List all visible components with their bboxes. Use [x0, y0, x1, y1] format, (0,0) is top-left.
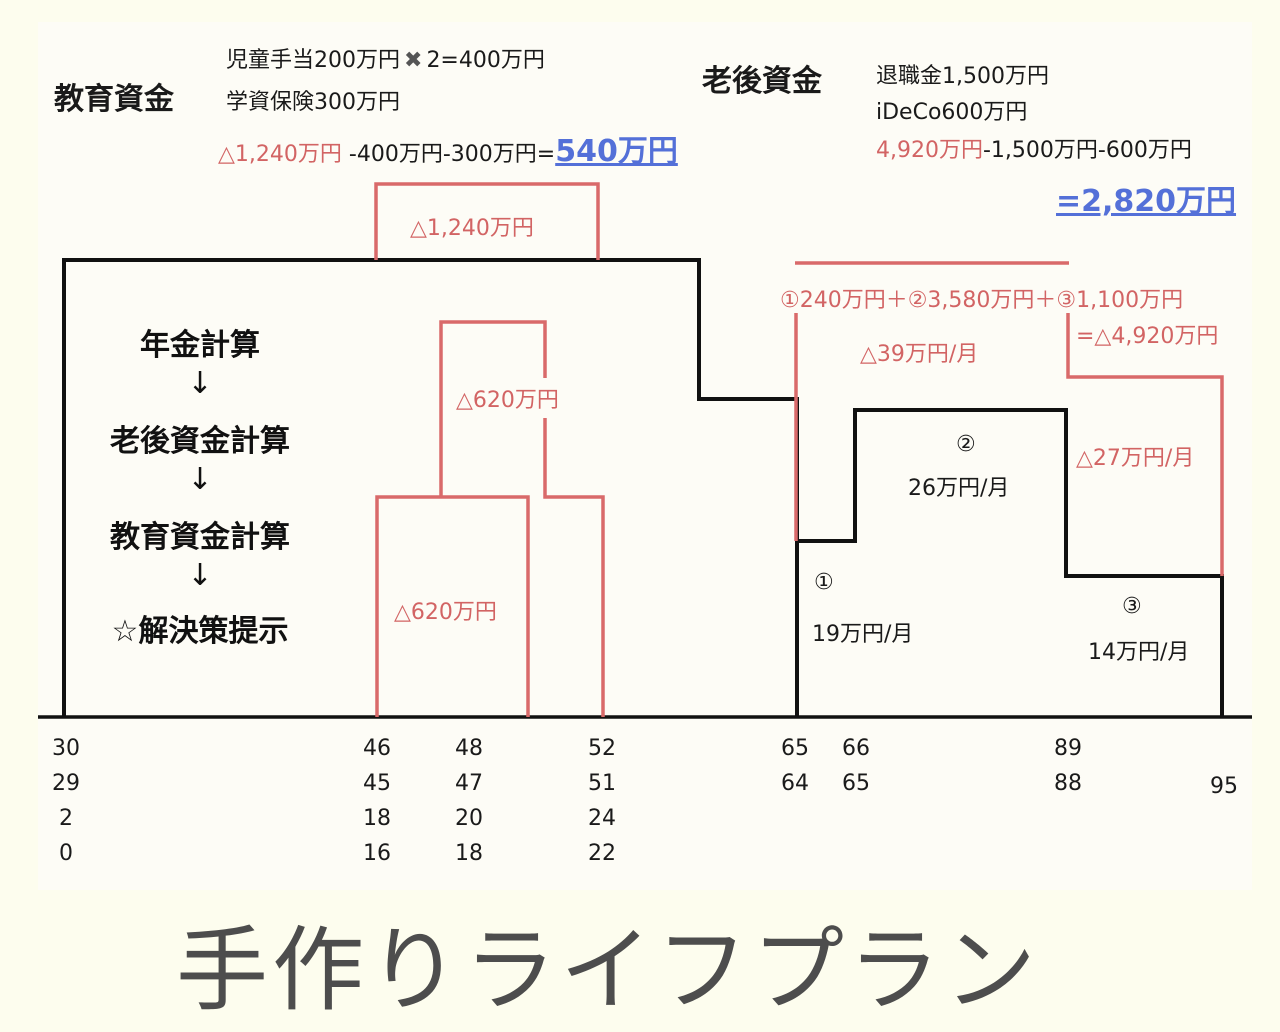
deficit-box-620-lower [375, 495, 530, 717]
period1-marker: ① [814, 570, 834, 595]
age-value: 29 [52, 771, 80, 796]
age-column-46: 46 45 18 16 [357, 736, 397, 876]
deficit-label-27: △27万円/月 [1076, 446, 1195, 471]
period1-income: 19万円/月 [812, 622, 914, 647]
age-column-66: 66 65 [836, 736, 876, 806]
retirement-sum-line1: ①240万円＋②3,580万円＋③1,100万円 [780, 288, 1184, 313]
age-value: 18 [455, 841, 483, 866]
deficit-box-1240 [374, 182, 600, 260]
retirement-deficit-right [1066, 313, 1224, 576]
age-value: 65 [781, 736, 809, 761]
education-heading: 教育資金 [54, 82, 174, 117]
age-column-52: 52 51 24 22 [582, 736, 622, 876]
period2-marker: ② [956, 432, 976, 457]
deficit-label-1240: △1,240万円 [410, 216, 534, 241]
age-value: 88 [1054, 771, 1082, 796]
age-column-30: 30 29 2 0 [46, 736, 86, 876]
age-column-48: 48 47 20 18 [449, 736, 489, 876]
retirement-heading: 老後資金 [702, 64, 822, 99]
age-value: 65 [842, 771, 870, 796]
education-line1: 児童手当200万円✖2=400万円 [226, 42, 545, 74]
retirement-deficit-value: 4,920万円 [876, 138, 983, 163]
income-outline-retirement [795, 408, 1224, 717]
flow-step-education: 教育資金計算 [110, 520, 290, 555]
deficit-label-620-lower: △620万円 [394, 600, 497, 625]
child-allowance-total: 2=400万円 [426, 48, 545, 73]
retirement-result: =2,820万円 [1056, 184, 1237, 219]
age-value: 20 [455, 806, 483, 831]
age-value: 51 [588, 771, 616, 796]
age-value: 48 [455, 736, 483, 761]
age-value: 22 [588, 841, 616, 866]
education-calc: △1,240万円 -400万円-300万円=540万円 [218, 126, 678, 170]
age-value: 89 [1054, 736, 1082, 761]
multiply-icon: ✖ [404, 48, 423, 73]
page-title: 手作りライフプラン [176, 917, 1041, 1024]
deficit-label-620-upper: △620万円 [456, 388, 559, 413]
retirement-line1: 退職金1,500万円 [876, 64, 1049, 89]
retirement-calc-terms: -1,500万円-600万円 [982, 138, 1192, 163]
down-arrow-icon: ↓ [187, 462, 213, 497]
age-value: 95 [1210, 774, 1238, 799]
age-value: 24 [588, 806, 616, 831]
age-value: 2 [59, 806, 73, 831]
deficit-label-39: △39万円/月 [860, 342, 979, 367]
period2-income: 26万円/月 [908, 476, 1010, 501]
flow-step-solution: ☆解決策提示 [111, 614, 289, 649]
education-deficit-value: △1,240万円 [218, 142, 342, 167]
age-value: 45 [363, 771, 391, 796]
age-value: 16 [363, 841, 391, 866]
down-arrow-icon: ↓ [187, 366, 213, 401]
deficit-box-620-upper-b [543, 418, 605, 717]
education-result: 540万円 [555, 134, 678, 169]
age-value: 46 [363, 736, 391, 761]
flow-step-retirement: 老後資金計算 [110, 424, 290, 459]
retirement-line2: iDeCo600万円 [876, 100, 1028, 125]
age-value: 0 [59, 841, 73, 866]
child-allowance-text: 児童手当200万円 [226, 48, 400, 73]
flow-step-pension: 年金計算 [140, 328, 260, 363]
age-column-65: 65 64 [775, 736, 815, 806]
retirement-calc: 4,920万円-1,500万円-600万円 [876, 132, 1192, 164]
period3-marker: ③ [1122, 594, 1142, 619]
age-value: 64 [781, 771, 809, 796]
age-column-89: 89 88 [1048, 736, 1088, 806]
diagram-panel [38, 22, 1252, 890]
retirement-sum-line2: =△4,920万円 [1076, 324, 1219, 349]
education-line2: 学資保険300万円 [226, 90, 400, 115]
age-value: 66 [842, 736, 870, 761]
age-value: 18 [363, 806, 391, 831]
age-value: 30 [52, 736, 80, 761]
age-value: 47 [455, 771, 483, 796]
age-column-95: 95 [1204, 774, 1244, 809]
down-arrow-icon: ↓ [187, 558, 213, 593]
education-calc-terms: -400万円-300万円= [341, 142, 556, 167]
age-value: 52 [588, 736, 616, 761]
deficit-box-620-upper-a [439, 320, 547, 497]
period3-income: 14万円/月 [1088, 640, 1190, 665]
